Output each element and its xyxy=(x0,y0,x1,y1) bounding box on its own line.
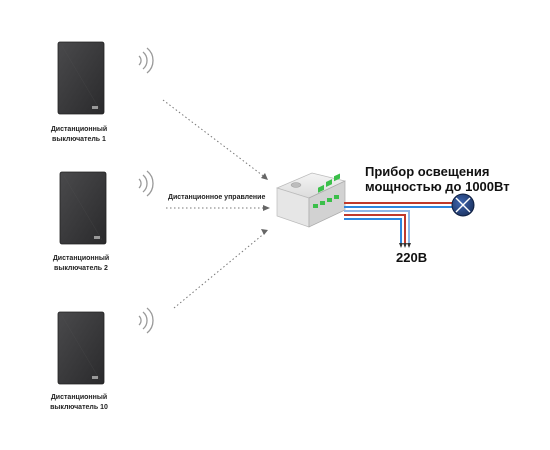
wires xyxy=(344,202,452,243)
switch-1-label-line2: выключатель 1 xyxy=(52,136,106,143)
lamp-label-line1: Прибор освещения xyxy=(365,164,489,179)
lamp-label-line2: мощностью до 1000Вт xyxy=(365,179,510,194)
remote-switch-1 xyxy=(57,41,105,115)
signal-arrow-3 xyxy=(173,231,267,309)
switch-2-label-line1: Дистанционный xyxy=(53,254,109,262)
relay-module-icon xyxy=(275,172,347,228)
wifi-signal-icon xyxy=(138,170,154,197)
signal-arrows xyxy=(162,99,267,309)
wire-arrow-heads xyxy=(399,243,411,248)
voltage-label: 220В xyxy=(396,250,427,265)
wifi-signal-icon xyxy=(138,307,154,334)
switch-1-label-line1: Дистанционный xyxy=(51,125,107,133)
remote-switch-2 xyxy=(59,171,107,245)
remote-control-label: Дистанционное управление xyxy=(168,194,265,201)
switch-10-label-line1: Дистанционный xyxy=(51,393,107,401)
switch-2-label-line2: выключатель 2 xyxy=(54,265,108,272)
wifi-signal-icon xyxy=(138,47,154,74)
signal-arrow-1 xyxy=(162,99,267,179)
remote-switch-10 xyxy=(57,311,105,385)
arrow-heads xyxy=(261,173,270,235)
lamp-icon xyxy=(451,193,475,217)
switch-10-label-line2: выключатель 10 xyxy=(50,404,108,411)
